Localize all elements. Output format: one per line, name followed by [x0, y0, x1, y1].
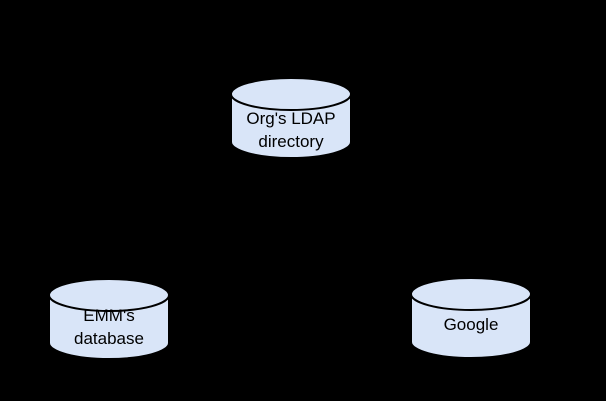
cylinder-top-ellipse — [230, 77, 352, 111]
node-label-line: Org's LDAP — [246, 109, 336, 128]
node-label-line: EMM's — [83, 306, 135, 325]
cylinder-top-ellipse — [48, 278, 170, 312]
cylinder-shape — [410, 277, 532, 359]
node-label-line: Google — [443, 315, 499, 334]
node-label-ldap: Org's LDAP directory — [230, 107, 352, 153]
node-label-line: database — [74, 329, 144, 348]
node-label-emm: EMM's database — [48, 304, 170, 350]
cylinder-top-ellipse — [410, 277, 532, 311]
cylinder-body — [48, 294, 170, 360]
database-cylinder-ldap: Org's LDAP directory — [230, 77, 352, 159]
node-label-line: directory — [258, 132, 324, 151]
database-cylinder-google: Google — [410, 277, 532, 359]
cylinder-body — [410, 293, 532, 359]
cylinder-body — [230, 93, 352, 159]
database-cylinder-emm: EMM's database — [48, 278, 170, 360]
cylinder-shape — [48, 278, 170, 360]
cylinder-shape — [230, 77, 352, 159]
node-label-google: Google — [410, 313, 532, 336]
